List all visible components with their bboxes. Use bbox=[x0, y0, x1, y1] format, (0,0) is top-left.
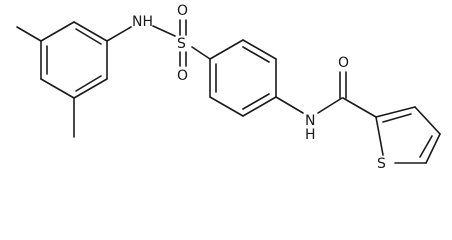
bond-ring-to-nh bbox=[106, 26, 132, 42]
bond bbox=[414, 106, 441, 135]
bond-s-to-ring bbox=[191, 46, 211, 60]
double-bond-inner bbox=[75, 75, 102, 92]
bond bbox=[40, 78, 75, 99]
phenylene-ring bbox=[209, 39, 277, 117]
bond-ring-to-n bbox=[275, 96, 304, 114]
bond bbox=[209, 39, 244, 60]
carbonyl-oxygen-label: O bbox=[338, 55, 349, 71]
bond bbox=[425, 133, 441, 164]
molecule-structure: NH S O O N H O bbox=[16, 3, 441, 172]
bond bbox=[40, 21, 75, 42]
bond bbox=[209, 96, 244, 117]
oxygen-top-label: O bbox=[177, 3, 188, 19]
bond-carbonyl-to-thiophene bbox=[342, 97, 377, 118]
bond bbox=[73, 78, 108, 99]
sulfonyl-s-label: S bbox=[177, 36, 186, 52]
bond bbox=[375, 106, 416, 118]
bond bbox=[73, 21, 108, 42]
double-bond-inner bbox=[75, 28, 102, 45]
bond bbox=[242, 96, 277, 117]
double-bond-inner bbox=[419, 135, 433, 158]
methyl-bond-top bbox=[16, 26, 42, 42]
thiophene-s-label: S bbox=[377, 156, 386, 172]
bond-n-to-carbonyl bbox=[317, 97, 343, 114]
double-bond-inner bbox=[242, 93, 270, 110]
bond bbox=[242, 39, 277, 60]
amide-h-label: H bbox=[305, 127, 316, 143]
thiophene-ring bbox=[375, 106, 441, 164]
bond-nh-to-s bbox=[152, 25, 176, 37]
bond bbox=[375, 116, 384, 156]
double-bond-inner bbox=[242, 46, 270, 63]
double-bond-inner bbox=[382, 113, 412, 123]
dimethylphenyl-ring bbox=[40, 21, 108, 99]
amide-n-label: N bbox=[305, 113, 315, 129]
sulfonamide-nh-label: NH bbox=[132, 14, 153, 30]
oxygen-bottom-label: O bbox=[177, 68, 188, 84]
molecule-drawing: NH S O O N H O bbox=[16, 3, 441, 172]
